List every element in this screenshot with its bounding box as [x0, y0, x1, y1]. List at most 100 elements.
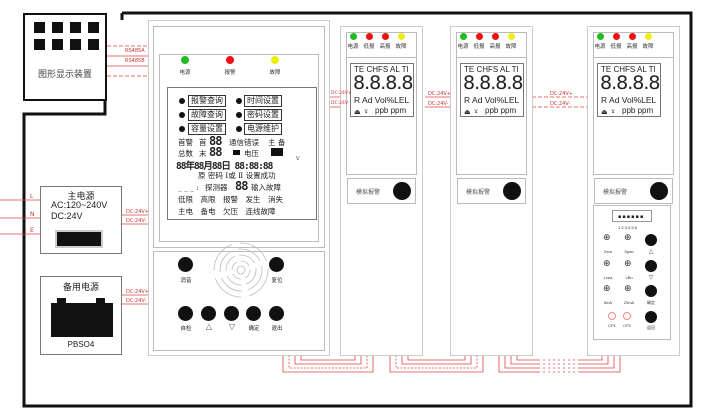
jumper-cp1[interactable]: [608, 312, 616, 320]
led-label: 高报: [489, 44, 501, 50]
lcd-digits: 88: [235, 179, 248, 193]
dip-numbers: 1 2 3 4 5 6: [618, 225, 637, 230]
led-label: 故障: [642, 44, 654, 50]
lcd-text: 主电 备电 欠压 连线故障: [178, 207, 276, 216]
menu-power-maintenance: 电源维护: [244, 123, 282, 135]
lcea-pot[interactable]: ⊕: [603, 259, 611, 269]
lock-icon: ⏏: [601, 108, 608, 116]
lcd-modes: TE CHFS AL TI: [601, 65, 656, 74]
ac-voltage: AC:120~240V: [51, 200, 108, 210]
up-button[interactable]: [201, 306, 216, 321]
lcd-ppm: ppb ppm: [375, 106, 407, 115]
led-label: 电源: [347, 44, 359, 50]
pot-label: Zero: [603, 249, 613, 254]
main-power-supply: 主电源 AC:120~240V DC:24V: [40, 186, 122, 254]
detector-led: [645, 33, 652, 40]
silence-label: 消音: [180, 278, 192, 284]
led-label: 电源: [457, 44, 469, 50]
battery-icon: [271, 148, 283, 156]
terminal-e: E: [30, 227, 34, 234]
wire-label: DC:24V+: [550, 91, 573, 97]
menu-time-setting: 时间设置: [244, 95, 282, 107]
detector-led: [476, 33, 483, 40]
detector-led: [382, 33, 389, 40]
lcd-text: 探测器: [205, 183, 228, 192]
lcd-text: 首: [199, 138, 207, 147]
fan-icon: ϫ: [364, 107, 369, 115]
lcd-modes: TE CHFS AL TI: [354, 65, 409, 74]
lcd-modes: TE CHFS AL TI: [464, 65, 519, 74]
up-key[interactable]: [645, 234, 657, 246]
detector-led: [366, 33, 373, 40]
back-key[interactable]: [645, 311, 657, 323]
lcd-text: 低限 高限 报警 发生 消失: [178, 195, 283, 204]
battery-type: PBSO4: [67, 340, 95, 349]
power-led: [181, 56, 189, 64]
simulate-alarm-panel: 模拟报警: [594, 178, 673, 204]
lock-icon: ⏏: [464, 108, 471, 116]
exit-button[interactable]: [269, 306, 284, 321]
key-label: 返回: [647, 325, 655, 330]
simulate-alarm-panel: 模拟报警: [347, 178, 416, 204]
config-panel: ▪▪▪▪▪▪ 1 2 3 4 5 6 ⊕ ⊕ Zero Span △ ⊕ ⊕ L…: [593, 205, 671, 340]
simulate-alarm-button[interactable]: [393, 182, 411, 200]
lcd-digits: 8.8.8.8: [463, 72, 523, 94]
jumper-label: CP1: [608, 323, 616, 328]
wire-label: DC:24V+: [126, 289, 149, 295]
led-label: 故障: [505, 44, 517, 50]
confirm-key[interactable]: [645, 285, 657, 297]
menu-capacity-setting: 容量设置: [188, 123, 226, 135]
down-button[interactable]: [224, 306, 239, 321]
wire-label: DC:24V+: [428, 91, 451, 97]
lcd-text: 首警: [178, 138, 193, 147]
lcd-datetime: 88年88月88日 88:88:88: [176, 161, 273, 172]
lock-icon: ⏏: [354, 108, 361, 116]
dip-switch[interactable]: ▪▪▪▪▪▪: [612, 210, 652, 222]
down-key[interactable]: [645, 260, 657, 272]
reset-button[interactable]: [269, 257, 284, 272]
5ma-pot[interactable]: ⊕: [603, 284, 611, 294]
lcd-digits: 8.8.8.8: [600, 72, 660, 94]
menu-alarm-query: 报警查询: [188, 95, 226, 107]
zero-pot[interactable]: ⊕: [603, 233, 611, 243]
detector-led: [597, 33, 604, 40]
wire-label: DC:24V-: [550, 101, 571, 107]
simulate-alarm-button[interactable]: [650, 182, 668, 200]
detector-led: [508, 33, 515, 40]
rs485a-label: RS485A: [125, 48, 145, 54]
led-label: 低报: [610, 44, 622, 50]
lcd-text: 通信错误: [229, 138, 259, 147]
lcd-text: 末: [199, 149, 207, 158]
speaker-icon: [213, 242, 269, 298]
led-label: 电源: [594, 44, 606, 50]
led-label: 报警: [224, 70, 236, 76]
button-label: 自检: [180, 326, 192, 332]
wire-label: DC:24V-: [126, 298, 147, 304]
led-label: 高报: [626, 44, 638, 50]
pot-label: LBn: [625, 275, 633, 280]
lcd-digits: 8.8.8.8: [353, 72, 413, 94]
lcd-digits: 88: [209, 134, 222, 148]
confirm-button[interactable]: [246, 306, 261, 321]
simulate-alarm-button[interactable]: [503, 182, 521, 200]
self-test-button[interactable]: [178, 306, 193, 321]
lcd-text: 电压: [244, 149, 259, 158]
silence-button[interactable]: [178, 257, 193, 272]
graphic-display-device: 图形显示装置: [23, 13, 107, 101]
dc-voltage: DC:24V: [51, 211, 83, 221]
lcd-ppm: ppb ppm: [485, 106, 517, 115]
unlock-icon: [233, 150, 240, 155]
reset-label: 复位: [271, 278, 283, 284]
lbn-pot[interactable]: ⊕: [624, 259, 632, 269]
fault-led: [271, 56, 279, 64]
jumper-cp2[interactable]: [623, 312, 631, 320]
terminal-block: [55, 230, 103, 248]
20ma-pot[interactable]: ⊕: [624, 284, 632, 294]
pot-label: Span: [624, 249, 634, 254]
key-label: 确定: [647, 300, 655, 305]
down-icon: ▽: [648, 275, 654, 281]
span-pot[interactable]: ⊕: [624, 233, 632, 243]
detector-led: [460, 33, 467, 40]
lcd-text: 输入故障: [251, 183, 281, 192]
up-icon: △: [205, 322, 213, 331]
